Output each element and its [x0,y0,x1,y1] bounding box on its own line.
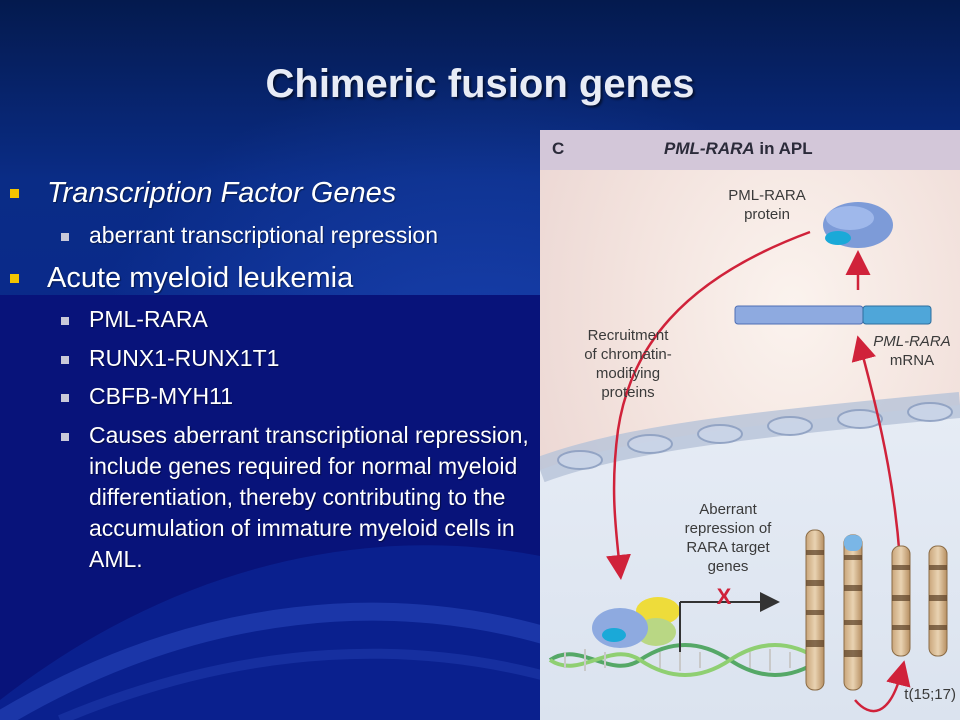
membrane-pores [557,402,953,470]
bullet-square-icon [61,317,69,325]
aberrant-label-line: genes [707,558,749,575]
mrna-label: PML-RARA mRNA [866,332,958,370]
bullet-square-icon [61,433,69,441]
mrna-label-line: mRNA [889,352,935,369]
bullet-text: PML-RARA [89,306,208,332]
bullet-text: aberrant transcriptional repression [89,222,439,248]
recruitment-label: Recruitment of chromatin- modifying prot… [568,326,688,402]
recruitment-label-line: Recruitment [587,327,669,344]
chromosomes [805,529,948,691]
bullet-text: Transcription Factor Genes [47,177,397,209]
bullet-square-icon [61,394,69,402]
figure-panel-letter: C [552,139,565,158]
bullet-square-icon [61,356,69,364]
bullet-text: Causes aberrant transcriptional repressi… [89,422,529,572]
translocation-arrow [854,660,911,713]
figure-title-gene: PML-RARA [664,139,755,158]
recruitment-label-line: proteins [601,384,655,401]
recruitment-arrow [606,230,811,580]
protein-complex [592,597,680,648]
protein-label: PML-RARA protein [722,186,812,224]
mrna-label-line: PML-RARA [873,333,951,350]
aberrant-label-line: Aberrant [699,501,757,518]
recruitment-label-line: modifying [595,365,661,382]
bullet-square-icon [10,189,19,198]
protein-label-line: protein [744,206,790,223]
mrna-bar-pml [734,305,864,325]
aberrant-repression-label: Aberrant repression of RARA target genes [666,500,790,576]
pml-rara-protein-shape [823,202,893,248]
figure-header: C PML-RARA in APL [540,130,960,170]
slide-title: Chimeric fusion genes [265,62,695,106]
aberrant-label-line: repression of [684,520,772,537]
mrna-bar-rara [862,305,932,325]
figure-illustration [540,170,960,720]
recruitment-label-line: of chromatin- [584,346,672,363]
translocation-label: t(15;17) [904,686,956,703]
aberrant-label-line: RARA target [686,539,770,556]
pml-rara-figure: C PML-RARA in APL [540,130,960,720]
bullet-text: RUNX1-RUNX1T1 [89,345,280,371]
bullet-text: CBFB-MYH11 [89,383,233,409]
figure-title-rest: in APL [754,139,813,158]
repression-x-mark: X [716,584,732,609]
figure-title: PML-RARA in APL [664,139,813,159]
bullet-square-icon [61,233,69,241]
bullet-square-icon [10,274,19,283]
protein-label-line: PML-RARA [728,187,806,204]
bullet-text: Acute myeloid leukemia [47,262,354,294]
